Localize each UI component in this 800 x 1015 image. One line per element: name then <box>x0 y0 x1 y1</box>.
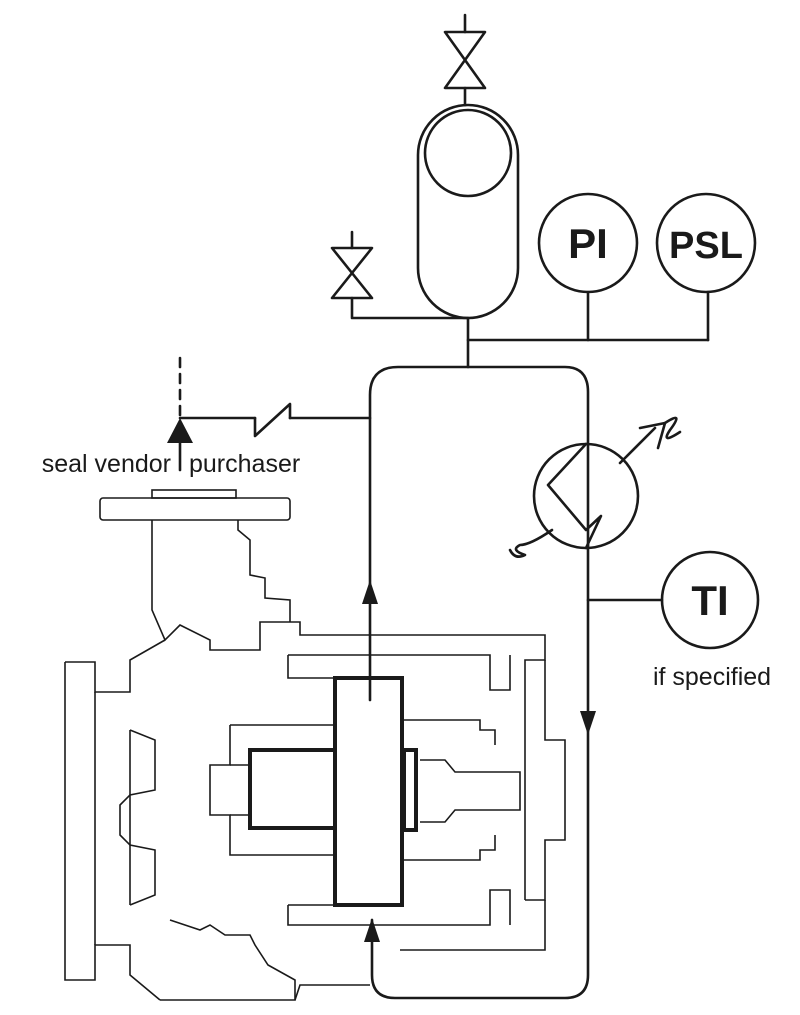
flow-arrow-down <box>580 711 596 735</box>
gate-valve-icon <box>443 30 487 90</box>
pressure-indicator-label: PI <box>568 220 608 267</box>
gate-valve-icon <box>330 246 374 300</box>
flush-loop <box>178 13 710 1000</box>
seal-reservoir <box>416 103 520 320</box>
pump-casing <box>64 489 566 1001</box>
pressure-switch-low: PSL <box>655 192 757 294</box>
ti-note: if specified <box>653 663 771 691</box>
temperature-indicator-label: TI <box>691 577 728 624</box>
seal-ring <box>402 748 418 832</box>
connection-point-icon <box>167 356 193 443</box>
shaft-sleeve <box>248 748 337 830</box>
check-valve-icon <box>253 402 292 438</box>
purchaser-label: purchaser <box>189 450 300 478</box>
seal-gland <box>333 676 404 907</box>
flow-arrow-return <box>364 918 380 942</box>
pressure-switch-low-label: PSL <box>669 225 743 267</box>
flow-arrow-up <box>362 580 378 604</box>
seal-vendor-label: seal vendor <box>42 450 171 478</box>
temperature-indicator: TI <box>660 550 760 650</box>
pressure-indicator: PI <box>537 192 639 294</box>
heat-exchanger-icon <box>508 416 682 558</box>
